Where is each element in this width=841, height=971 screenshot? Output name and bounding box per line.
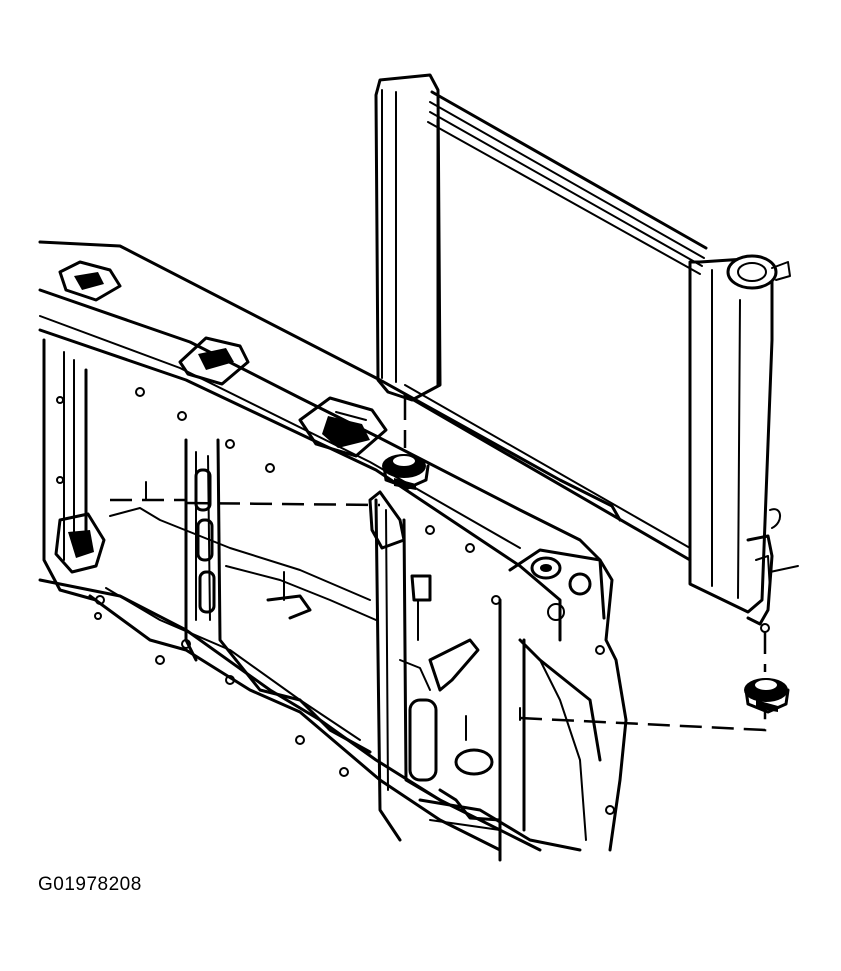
radiator: [374, 73, 799, 633]
figure-code: G01978208: [38, 874, 142, 895]
lower-radiator-mount-insulator: [744, 678, 790, 714]
radiator-core-support: [38, 240, 628, 862]
alignment-lines: [110, 398, 767, 732]
